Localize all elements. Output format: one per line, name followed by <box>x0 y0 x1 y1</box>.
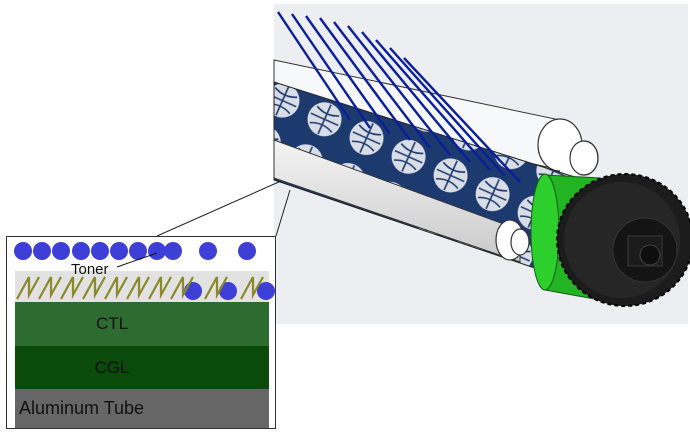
charge-symbols <box>16 276 264 300</box>
aluminum-tube-label: Aluminum Tube <box>19 398 145 418</box>
layer-cross-section-inset: Toner CTL CGL Aluminum Tube <box>6 236 276 429</box>
laser-beams <box>277 11 521 183</box>
aluminum-tube-layer: Aluminum Tube <box>15 389 269 428</box>
ctl-label: CTL <box>95 314 129 333</box>
lower-roller <box>273 139 530 263</box>
cgl-layer: CGL <box>15 346 269 389</box>
callout-lines <box>156 180 291 237</box>
toner-label: Toner <box>71 261 109 278</box>
drive-gear <box>556 173 690 307</box>
toner-particles <box>14 242 275 300</box>
cgl-label: CGL <box>94 357 130 377</box>
toner-pointer <box>116 252 158 268</box>
ctl-layer: CTL <box>15 302 269 346</box>
toner-and-charge-layer <box>14 242 275 302</box>
